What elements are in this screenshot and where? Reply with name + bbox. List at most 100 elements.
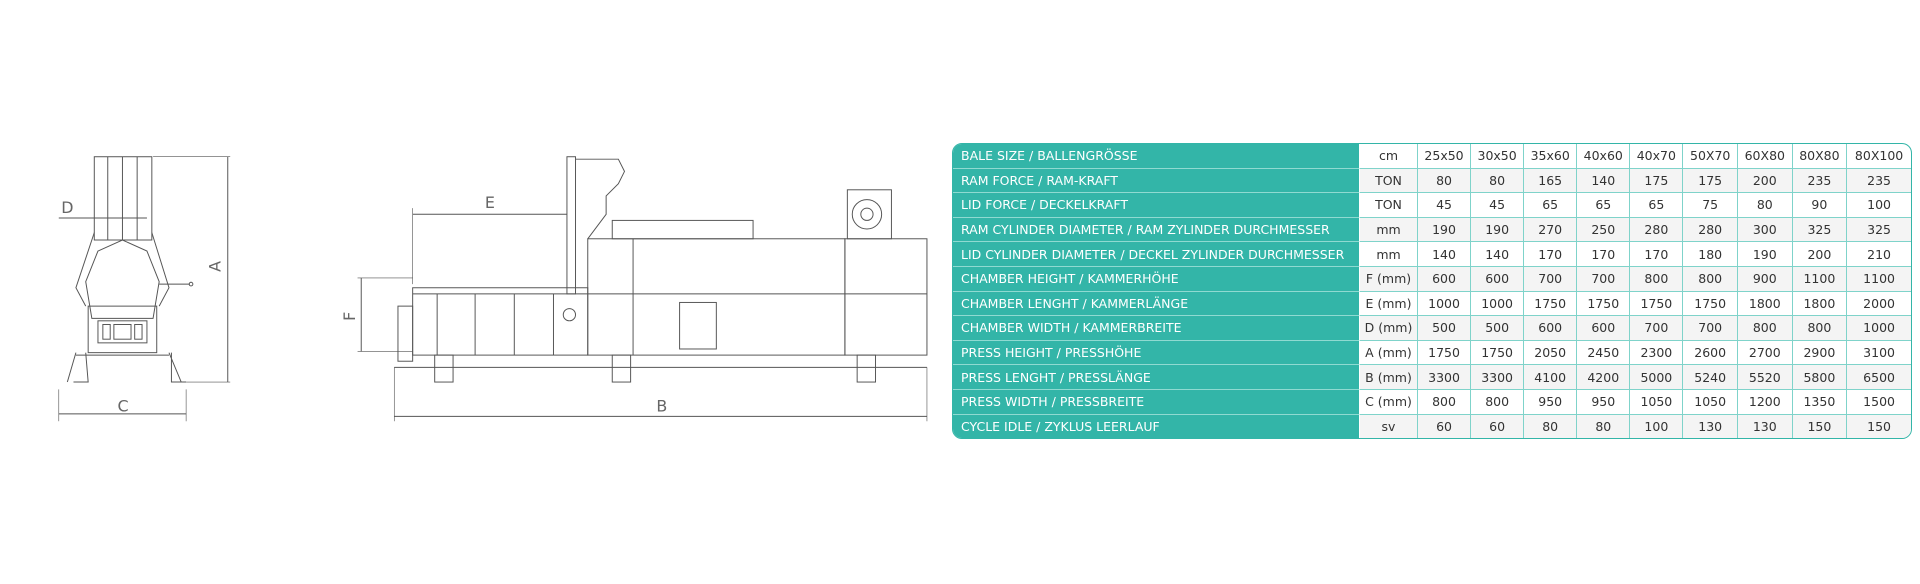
table-cell: 140	[1418, 242, 1472, 267]
row-unit: mm	[1360, 217, 1418, 243]
table-cell: 1100	[1792, 266, 1848, 292]
table-cell: 2000	[1847, 292, 1911, 317]
table-cell: 700	[1577, 266, 1631, 292]
table-cell: 175	[1630, 168, 1684, 194]
table-cell: 130	[1737, 414, 1793, 439]
table-cell: 190	[1471, 217, 1525, 243]
table-cell: 1800	[1792, 291, 1848, 317]
table-cell: 600	[1418, 266, 1472, 292]
table-cell: 175	[1683, 168, 1738, 194]
table-cell: 40x70	[1630, 144, 1684, 169]
table-cell: 1750	[1418, 340, 1472, 366]
row-unit: C (mm)	[1360, 389, 1418, 415]
table-cell: 5240	[1683, 365, 1738, 390]
table-cell: 4100	[1524, 365, 1578, 390]
table-cell: 800	[1737, 316, 1793, 341]
table-cell: 235	[1847, 168, 1911, 194]
row-unit: sv	[1360, 414, 1418, 439]
table-cell: 130	[1683, 414, 1738, 439]
table-cell: 700	[1630, 316, 1684, 341]
dim-label-d: D	[61, 198, 73, 217]
table-cell: 235	[1792, 168, 1848, 194]
table-cell: 40x60	[1577, 144, 1631, 169]
table-cell: 1100	[1847, 266, 1911, 292]
table-cell: 950	[1524, 389, 1578, 415]
table-cell: 80	[1737, 193, 1793, 218]
table-cell: 65	[1630, 193, 1684, 218]
table-cell: 1750	[1524, 291, 1578, 317]
table-cell: 5800	[1792, 365, 1848, 390]
row-label: RAM FORCE / RAM-KRAFT	[953, 168, 1360, 194]
table-cell: 1050	[1683, 389, 1738, 415]
table-cell: 6500	[1847, 365, 1911, 390]
table-cell: 2050	[1524, 340, 1578, 366]
row-unit: B (mm)	[1360, 365, 1418, 390]
table-cell: 600	[1471, 266, 1525, 292]
table-cell: 2300	[1630, 340, 1684, 366]
side-view	[357, 156, 928, 422]
table-cell: 800	[1630, 266, 1684, 292]
row-unit: E (mm)	[1360, 291, 1418, 317]
row-label: RAM CYLINDER DIAMETER / RAM ZYLINDER DUR…	[953, 217, 1360, 243]
table-cell: 65	[1577, 193, 1631, 218]
table-cell: 600	[1577, 316, 1631, 341]
table-cell: 800	[1792, 316, 1848, 341]
table-row: LID CYLINDER DIAMETER / DECKEL ZYLINDER …	[953, 242, 1911, 267]
table-cell: 1750	[1471, 340, 1525, 366]
baler-technical-drawing: A B C D E F	[58, 156, 928, 422]
row-label: CHAMBER LENGHT / KAMMERLÄNGE	[953, 291, 1360, 317]
table-cell: 150	[1792, 414, 1848, 439]
table-cell: 50X70	[1683, 144, 1738, 169]
table-cell: 80	[1577, 414, 1631, 439]
table-cell: 325	[1847, 217, 1911, 243]
table-cell: 140	[1471, 242, 1525, 267]
table-cell: 1200	[1737, 389, 1793, 415]
table-cell: 5000	[1630, 365, 1684, 390]
table-cell: 2700	[1737, 340, 1793, 366]
table-cell: 60	[1471, 414, 1525, 439]
row-unit: mm	[1360, 242, 1418, 267]
table-cell: 700	[1524, 266, 1578, 292]
table-cell: 1000	[1471, 291, 1525, 317]
table-cell: 150	[1847, 414, 1911, 439]
table-row: RAM CYLINDER DIAMETER / RAM ZYLINDER DUR…	[953, 217, 1911, 243]
table-cell: 190	[1737, 242, 1793, 267]
table-cell: 65	[1524, 193, 1578, 218]
table-cell: 165	[1524, 168, 1578, 194]
row-unit: TON	[1360, 168, 1418, 194]
row-unit: cm	[1360, 144, 1418, 169]
dim-label-a: A	[205, 261, 224, 272]
row-label: CHAMBER WIDTH / KAMMERBREITE	[953, 316, 1360, 341]
table-cell: 30x50	[1471, 144, 1525, 169]
table-cell: 100	[1847, 193, 1911, 218]
row-label: PRESS HEIGHT / PRESSHÖHE	[953, 340, 1360, 366]
table-cell: 800	[1471, 389, 1525, 415]
table-cell: 270	[1524, 217, 1578, 243]
table-cell: 500	[1418, 316, 1472, 341]
table-cell: 1350	[1792, 389, 1848, 415]
table-cell: 180	[1683, 242, 1738, 267]
table-cell: 1800	[1737, 291, 1793, 317]
table-cell: 75	[1683, 193, 1738, 218]
table-cell: 1050	[1630, 389, 1684, 415]
row-unit: D (mm)	[1360, 316, 1418, 341]
table-cell: 800	[1683, 266, 1738, 292]
dim-label-e: E	[485, 193, 495, 212]
row-unit: A (mm)	[1360, 340, 1418, 366]
table-cell: 25x50	[1418, 144, 1472, 169]
table-cell: 4200	[1577, 365, 1631, 390]
dim-label-c: C	[118, 396, 129, 415]
table-cell: 190	[1418, 217, 1472, 243]
table-cell: 45	[1418, 193, 1472, 218]
dim-label-f: F	[340, 312, 359, 321]
table-cell: 3100	[1847, 341, 1911, 366]
